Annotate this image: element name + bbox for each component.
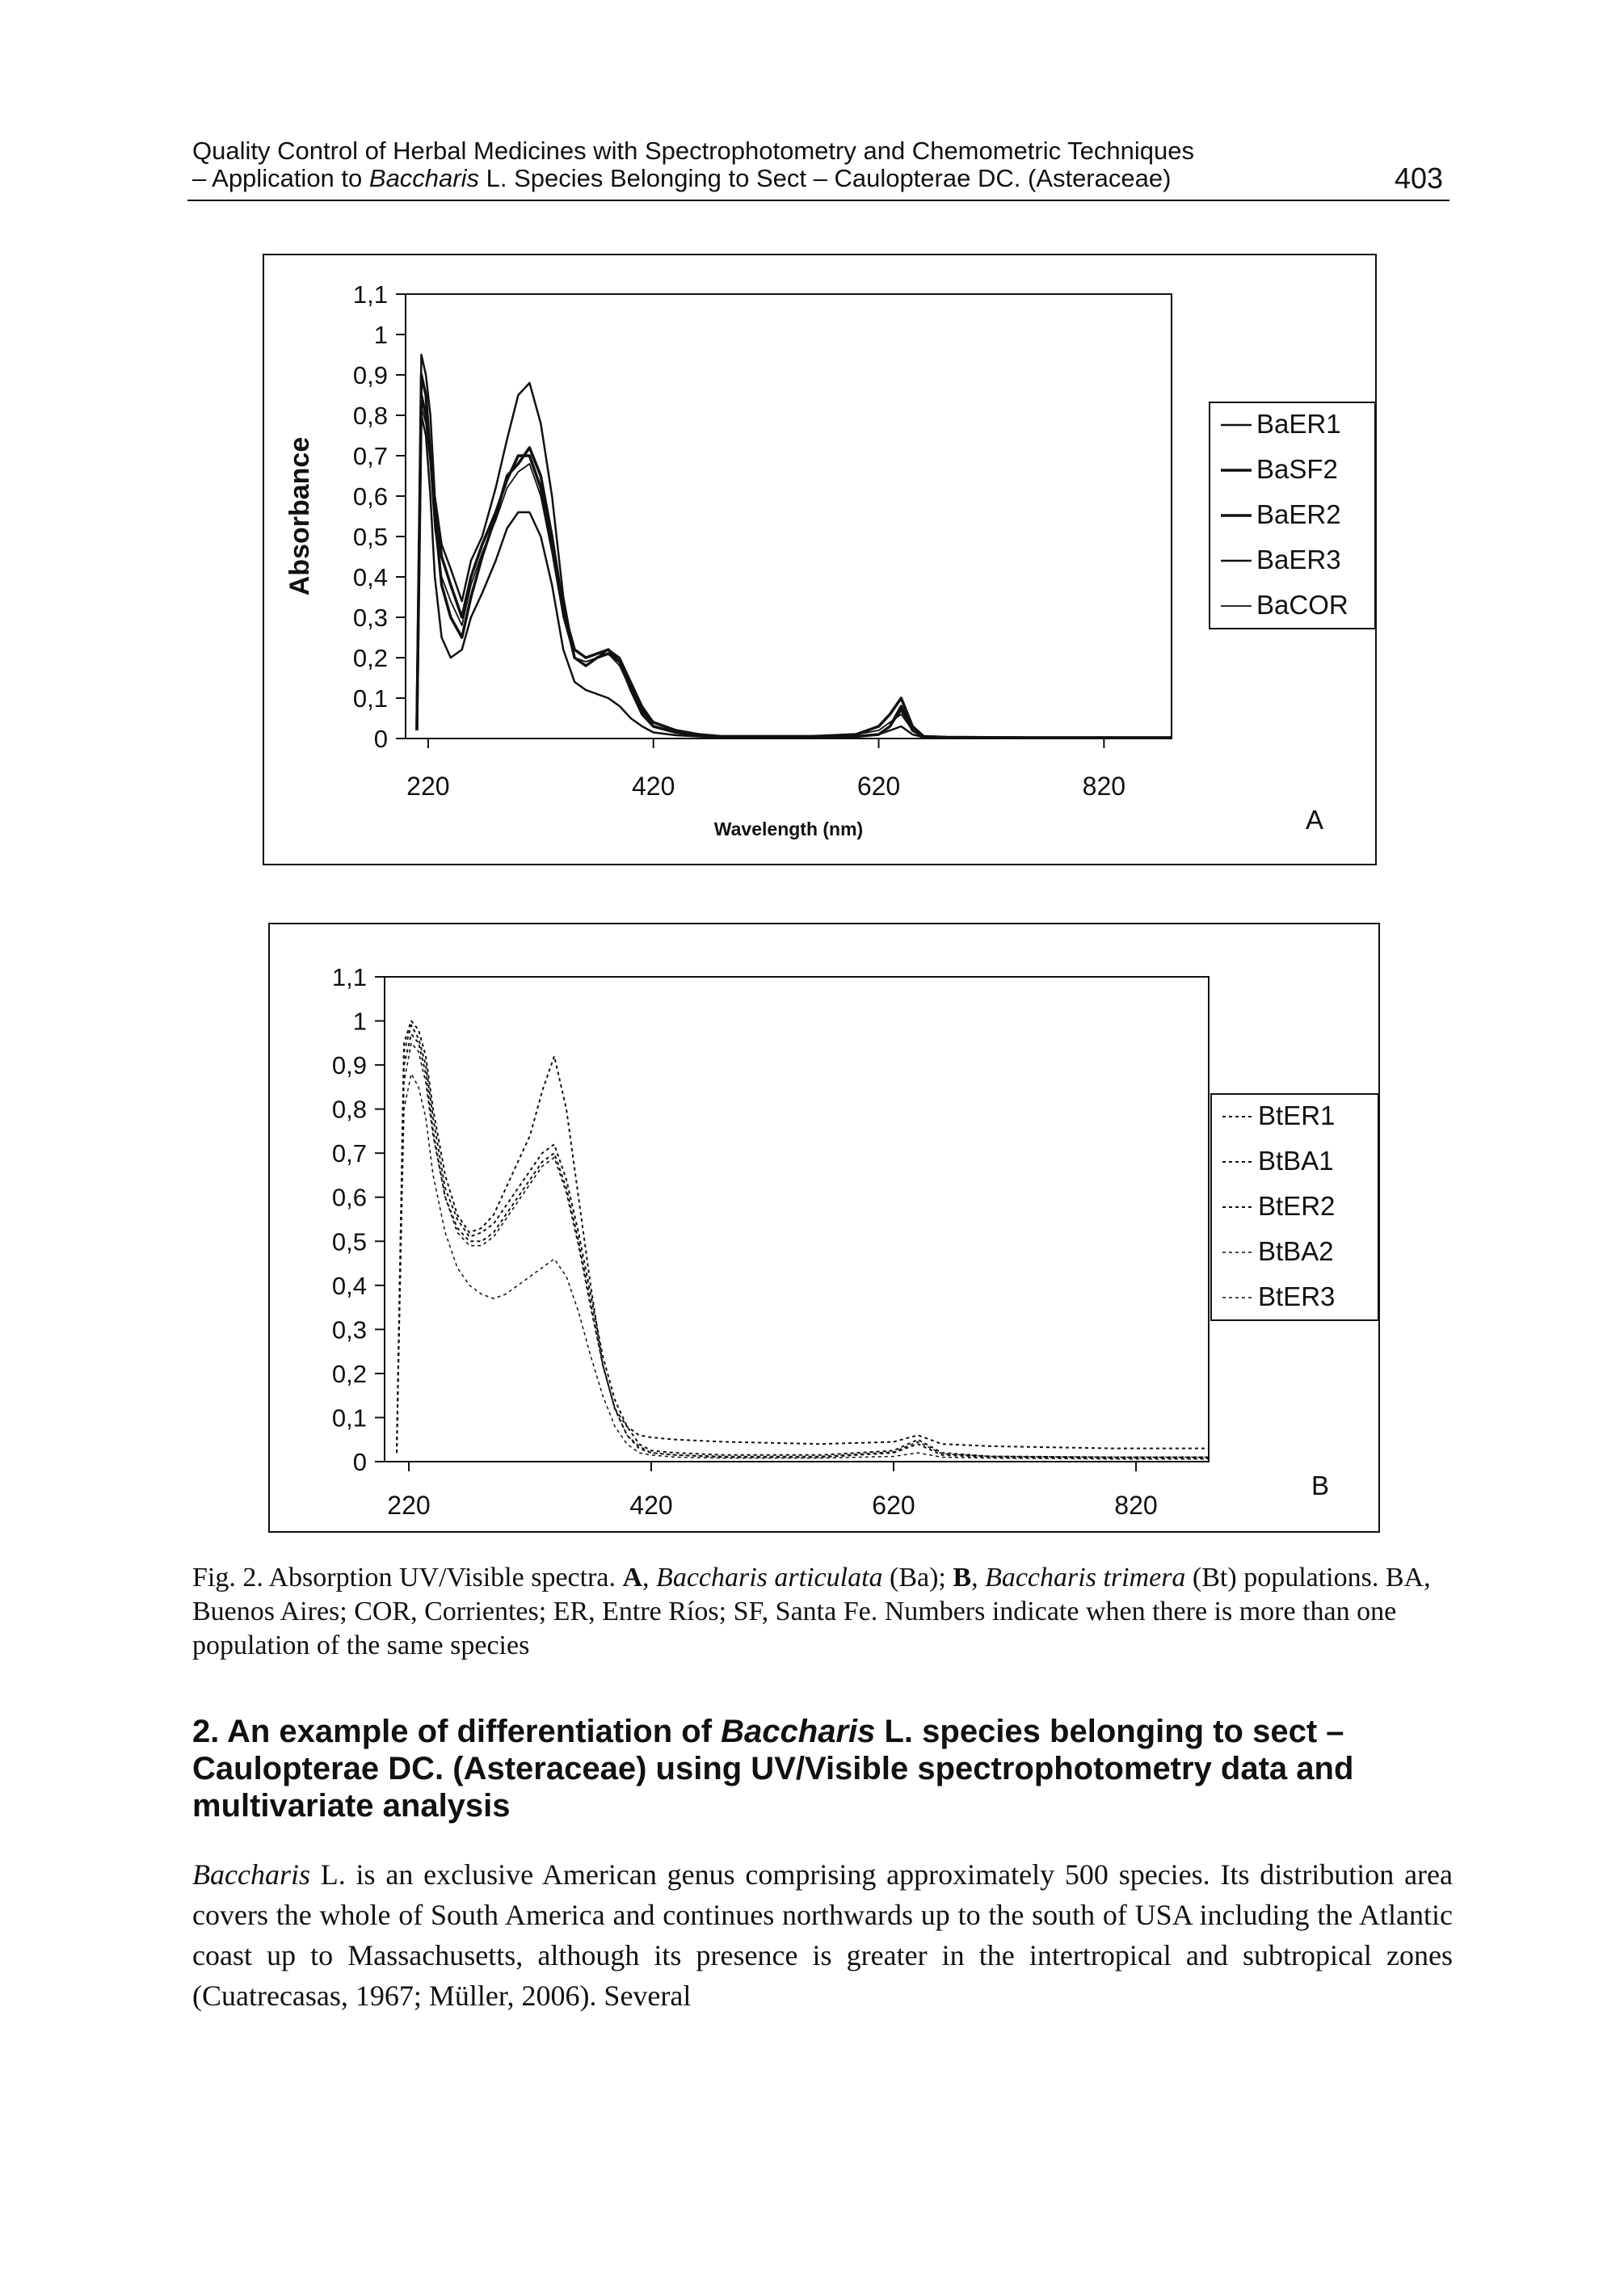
legend-label-BtBA2: BtBA2 [1258,1236,1334,1266]
caption-lead: Fig. 2. Absorption UV/Visible spectra. [192,1563,623,1593]
legend-box [1210,1093,1379,1321]
header-line-2-pre: – Application to [192,164,369,192]
y-tick-label: 0,3 [332,1315,367,1344]
figure-a: 0 0,1 0,2 0,3 0,4 0,5 0,6 0,7 0,8 0,9 1 1,1 220 420 62… [263,254,1377,865]
x-tick-label: 420 [629,1491,672,1520]
legend-label-BaER3: BaER3 [1256,545,1341,574]
caption-sep-1: , [642,1563,657,1593]
legend-label-BaER1: BaER1 [1256,409,1341,439]
heading-pre: 2. An example of differentiation of [192,1714,722,1749]
series-line-BtBA1 [396,1033,1209,1459]
header-line-1: Quality Control of Herbal Medicines with… [192,137,1195,165]
x-tick-label: 820 [1114,1491,1157,1520]
y-axis-label: Absorbance [284,437,315,596]
legend-label-BtER3: BtER3 [1258,1281,1335,1311]
running-header: Quality Control of Herbal Medicines with… [192,137,1449,195]
y-tick-label: 1,1 [353,280,388,309]
y-tick-label: 0,8 [353,402,388,430]
x-tick-label: 420 [632,772,675,801]
body-paragraph: Baccharis L. is an exclusive American ge… [192,1854,1453,2016]
y-tick-label: 0,1 [353,684,388,713]
y-tick-label: 0,4 [332,1272,367,1300]
series-line-BtBA2 [396,1073,1209,1460]
series-line-BaCOR [416,406,1172,738]
header-genus: Baccharis [368,164,479,192]
series-line-BtER3 [396,1042,1209,1458]
series-line-BtER1 [396,1020,1209,1454]
x-axis-label: Wavelength (nm) [714,818,863,839]
header-line-2: – Application to Baccharis L. Species Be… [192,165,1449,192]
series-line-BaER3 [415,414,1172,739]
y-tick-label: 0,3 [353,604,388,632]
series-line-BtER2 [396,1025,1209,1458]
y-tick-label: 0,9 [332,1051,367,1079]
y-tick-label: 0,5 [353,523,388,551]
heading-genus: Baccharis [721,1714,876,1749]
x-tick-label: 620 [872,1491,915,1520]
legend-label-BtER2: BtER2 [1258,1191,1335,1221]
y-tick-label: 1,1 [332,963,367,991]
y-tick-label: 1 [353,1008,367,1036]
y-tick-label: 0,8 [332,1096,367,1124]
plot-area [384,976,1210,1462]
y-tick-label: 0,2 [332,1360,367,1388]
figure-caption: Fig. 2. Absorption UV/Visible spectra. A… [192,1561,1453,1663]
x-tick-label: 620 [857,772,900,801]
header-rule [187,200,1449,201]
page-number: 403 [1394,162,1443,195]
y-tick-label: 0,9 [353,361,388,389]
para-text: L. is an exclusive American genus compri… [192,1858,1453,2012]
y-tick-label: 0 [353,1448,367,1476]
legend-label-BaCOR: BaCOR [1256,590,1348,620]
heading-post: L. species belonging to sect – Caulopter… [192,1714,1354,1824]
y-tick-label: 0 [374,725,388,753]
x-tick-label: 220 [387,1491,430,1520]
header-line-2-post: L. Species Belonging to Sect – Caulopter… [479,164,1172,192]
caption-b-species: Baccharis trimera [985,1563,1186,1593]
x-tick-label: 820 [1083,772,1125,801]
legend-label-BaER2: BaER2 [1256,499,1341,529]
caption-a-species: Baccharis articulata [656,1563,883,1593]
figure-b-svg: 0 0,1 0,2 0,3 0,4 0,5 0,6 0,7 0,8 0,9 1 1,1 220 420 62… [332,963,1379,1520]
y-tick-label: 0,6 [353,482,388,511]
y-tick-label: 0,7 [353,442,388,470]
plot-area [405,293,1172,739]
panel-letter: A [1306,805,1323,835]
figure-b: 0 0,1 0,2 0,3 0,4 0,5 0,6 0,7 0,8 0,9 1 1,1 220 420 62… [268,923,1380,1533]
panel-letter: B [1311,1471,1329,1500]
legend-label-BtBA1: BtBA1 [1258,1146,1334,1176]
y-tick-label: 0,1 [332,1403,367,1432]
figure-a-svg: 0 0,1 0,2 0,3 0,4 0,5 0,6 0,7 0,8 0,9 1 1,1 220 420 62… [284,280,1376,839]
y-tick-label: 0,4 [353,563,388,591]
x-tick-label: 220 [406,772,449,801]
y-tick-label: 0,5 [332,1227,367,1256]
series-line-BaER1 [415,353,1172,739]
caption-sep-2: , [971,1563,986,1593]
legend-label-BtER1: BtER1 [1258,1100,1335,1130]
caption-a-abbr: (Ba); [882,1563,953,1593]
y-tick-label: 0,7 [332,1139,367,1168]
para-genus: Baccharis [192,1858,310,1891]
series-line-BaER2 [415,393,1172,739]
section-heading: 2. An example of differentiation of Bacc… [192,1713,1453,1824]
y-tick-label: 0,2 [353,644,388,672]
series-line-BaSF2 [415,373,1172,739]
caption-rest: (Bt) populations. BA, Buenos Aires; COR,… [192,1563,1431,1660]
y-tick-label: 1 [374,321,388,349]
y-tick-label: 0,6 [332,1184,367,1212]
caption-a-label: A [622,1563,643,1593]
legend-label-BaSF2: BaSF2 [1256,454,1338,484]
caption-b-label: B [953,1563,972,1593]
